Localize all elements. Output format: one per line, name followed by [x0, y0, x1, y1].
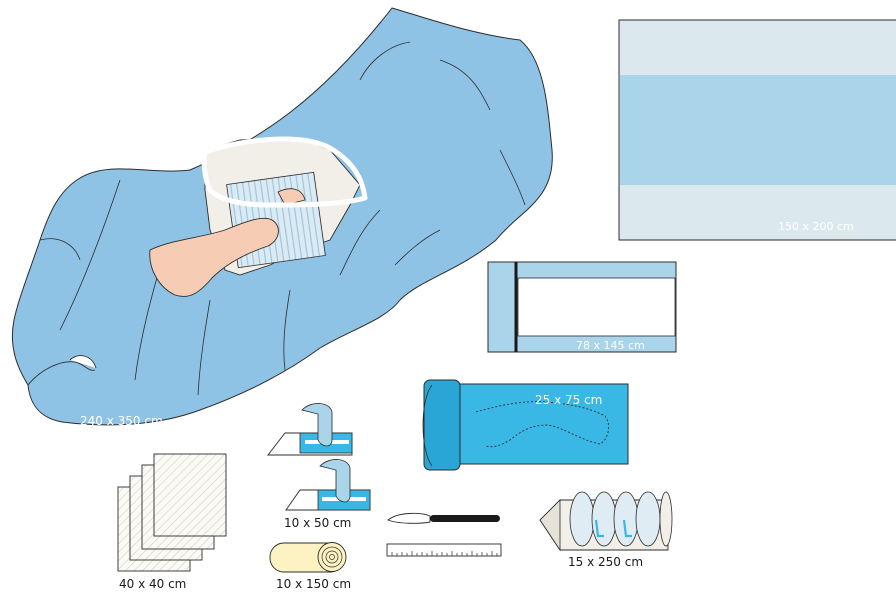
bandage-roll	[270, 543, 346, 573]
sheet-drape-label: 150 x 200 cm	[778, 220, 854, 233]
bandage-label: 10 x 150 cm	[276, 577, 351, 591]
towel-drape-label: 78 x 145 cm	[576, 339, 645, 352]
large-drape-label: 240 x 350 cm	[80, 414, 163, 428]
gauze-stack	[118, 454, 226, 571]
leg-cover	[540, 492, 672, 550]
sheet-drape	[619, 20, 896, 240]
ruler	[387, 544, 501, 556]
adhesive-tape-2	[286, 459, 370, 510]
leg-cover-label: 15 x 250 cm	[568, 555, 643, 569]
tapes-label: 10 x 50 cm	[284, 516, 351, 530]
gauze-label: 40 x 40 cm	[119, 577, 186, 591]
stockinette-label: 25 x 75 cm	[535, 393, 602, 407]
scalpel	[388, 513, 500, 523]
adhesive-tape-1	[268, 403, 352, 455]
